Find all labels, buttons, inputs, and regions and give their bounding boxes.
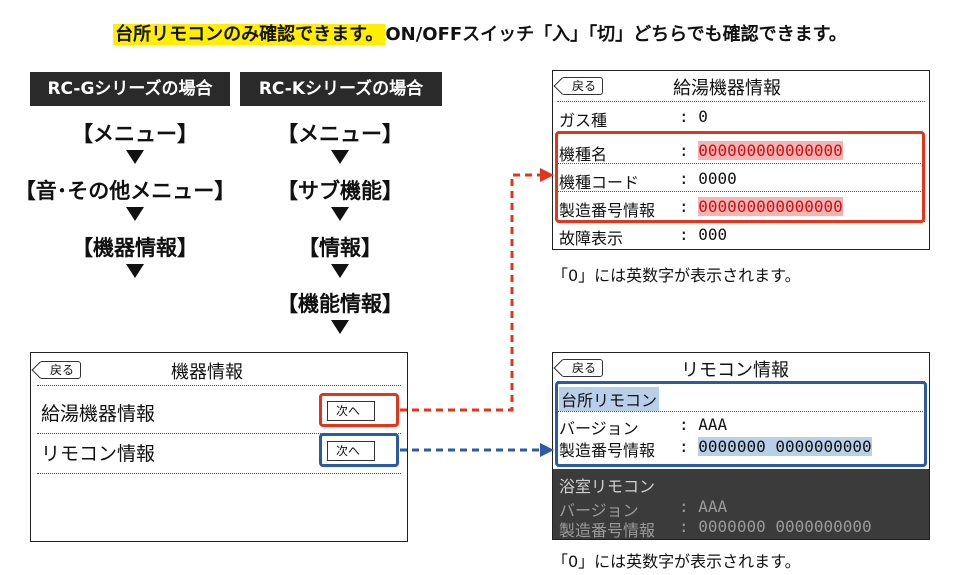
top-note-highlight: 台所リモコンのみ確認できます。 xyxy=(113,24,386,45)
red-connector xyxy=(400,173,540,412)
divider xyxy=(37,433,401,434)
kitchen-serial-label: 製造番号情報 xyxy=(559,441,656,460)
k-arrow-2 xyxy=(331,207,349,221)
fault-label: 故障表示 xyxy=(559,229,624,248)
top-note-rest: ON/OFFスイッチ「入」「切」どちらでも確認できます。 xyxy=(385,24,847,45)
menu-row-water-heater: 給湯機器情報 xyxy=(41,403,156,425)
next-button-remote[interactable]: 次へ xyxy=(327,441,376,461)
divider xyxy=(557,411,925,412)
bath-remote-heading: 浴室リモコン xyxy=(559,477,656,496)
fault-value: : 000 xyxy=(679,225,728,244)
red-arrowhead xyxy=(540,168,554,182)
g-arrow-3 xyxy=(126,264,144,278)
gas-type-row: ガス種 xyxy=(559,111,608,130)
screen-title: 機器情報 xyxy=(171,362,243,383)
bath-serial-value: : 0000000 0000000000 xyxy=(679,517,872,536)
divider xyxy=(557,101,925,102)
series-g-header: RC-Gシリーズの場合 xyxy=(30,72,230,106)
model-code-value: : 0000 xyxy=(679,169,737,188)
k-step-function: 【機能情報】 xyxy=(277,292,403,316)
model-name-label: 機種名 xyxy=(559,145,608,164)
screen-title: 給湯機器情報 xyxy=(673,78,781,99)
bath-serial-label: 製造番号情報 xyxy=(559,521,656,540)
blue-arrowhead xyxy=(540,443,554,457)
series-k-header: RC-Kシリーズの場合 xyxy=(240,72,442,106)
divider xyxy=(557,191,925,192)
kitchen-serial-value: : 0000000 0000000000 xyxy=(679,437,872,456)
g-arrow-2 xyxy=(126,207,144,221)
model-code-label: 機種コード xyxy=(559,173,640,192)
k-arrow-4 xyxy=(331,320,349,334)
blue-highlight-box xyxy=(555,381,927,467)
k-step-sub: 【サブ機能】 xyxy=(277,179,403,203)
menu-row-remote: リモコン情報 xyxy=(41,443,156,465)
remote-info-screen: 戻る リモコン情報 台所リモコン バージョン : AAA 製造番号情報 : 00… xyxy=(552,352,930,540)
bath-remote-panel xyxy=(553,469,929,539)
g-step-menu: 【メニュー】 xyxy=(72,122,198,146)
serial-value: : 000000000000000 xyxy=(679,197,843,216)
bath-version-label: バージョン xyxy=(559,501,639,520)
screen-title: リモコン情報 xyxy=(681,360,789,381)
gas-type-value: : 0 xyxy=(679,107,708,126)
back-button[interactable]: 戻る xyxy=(561,77,604,95)
kitchen-remote-heading: 台所リモコン xyxy=(559,387,660,411)
back-button[interactable]: 戻る xyxy=(561,359,604,377)
back-button[interactable]: 戻る xyxy=(39,361,82,379)
red-highlight-box xyxy=(555,131,925,223)
top-note: 台所リモコンのみ確認できます。ON/OFFスイッチ「入」「切」どちらでも確認でき… xyxy=(0,20,960,46)
divider xyxy=(557,163,925,164)
red-highlight-box xyxy=(319,393,399,427)
blue-highlight-box xyxy=(319,433,399,467)
k-arrow-1 xyxy=(331,150,349,164)
divider xyxy=(37,385,401,386)
k-step-info: 【情報】 xyxy=(298,236,382,260)
bath-version-value: : AAA xyxy=(679,497,728,516)
kitchen-version-value: : AAA xyxy=(679,415,728,434)
serial-label: 製造番号情報 xyxy=(559,201,656,220)
kitchen-version-label: バージョン xyxy=(559,419,639,438)
g-step-device: 【機器情報】 xyxy=(72,236,198,260)
next-button-water-heater[interactable]: 次へ xyxy=(327,401,376,421)
g-arrow-1 xyxy=(126,150,144,164)
water-heater-note: 「0」には英数字が表示されます。 xyxy=(552,266,801,285)
divider xyxy=(37,473,401,474)
k-arrow-3 xyxy=(331,264,349,278)
device-info-screen: 戻る 機器情報 給湯機器情報 次へ リモコン情報 次へ xyxy=(30,352,408,542)
k-step-menu: 【メニュー】 xyxy=(277,122,403,146)
water-heater-info-screen: 戻る 給湯機器情報 ガス種 : 0 機種名 : 000000000000000 … xyxy=(552,70,930,250)
model-name-value: : 000000000000000 xyxy=(679,141,843,160)
remote-note: 「0」には英数字が表示されます。 xyxy=(552,552,801,571)
g-step-sound: 【音･その他メニュー】 xyxy=(14,179,236,203)
